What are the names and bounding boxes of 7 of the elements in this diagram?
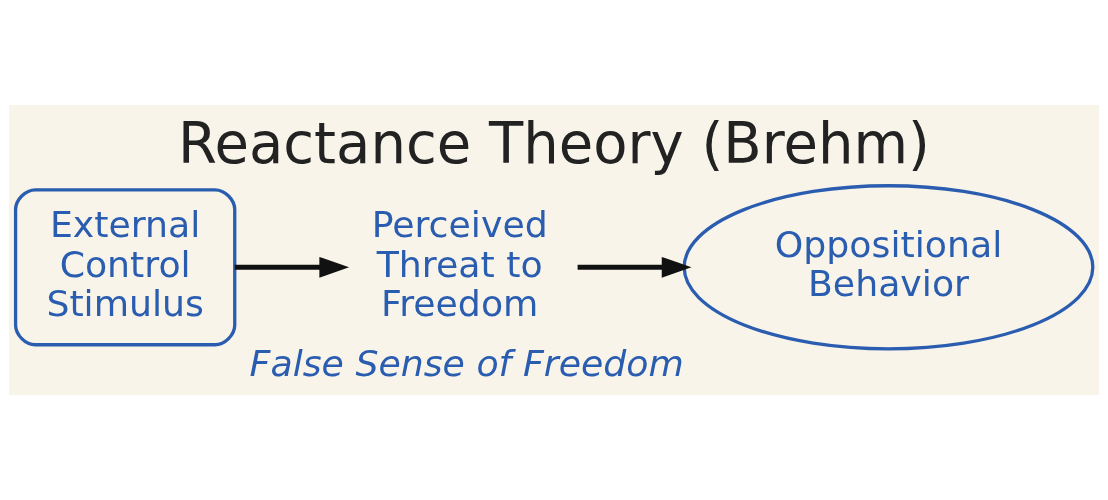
node-ellipse: Oppositional Behavior <box>682 184 1095 351</box>
arrow <box>577 256 692 278</box>
node-text: Perceived Threat to Freedom <box>371 202 548 326</box>
diagram-title: Reactance Theory (Brehm) <box>178 111 930 176</box>
arrow <box>234 256 350 278</box>
node-box: External Control Stimulus <box>13 188 237 347</box>
node-label: False Sense of Freedom <box>249 342 684 386</box>
